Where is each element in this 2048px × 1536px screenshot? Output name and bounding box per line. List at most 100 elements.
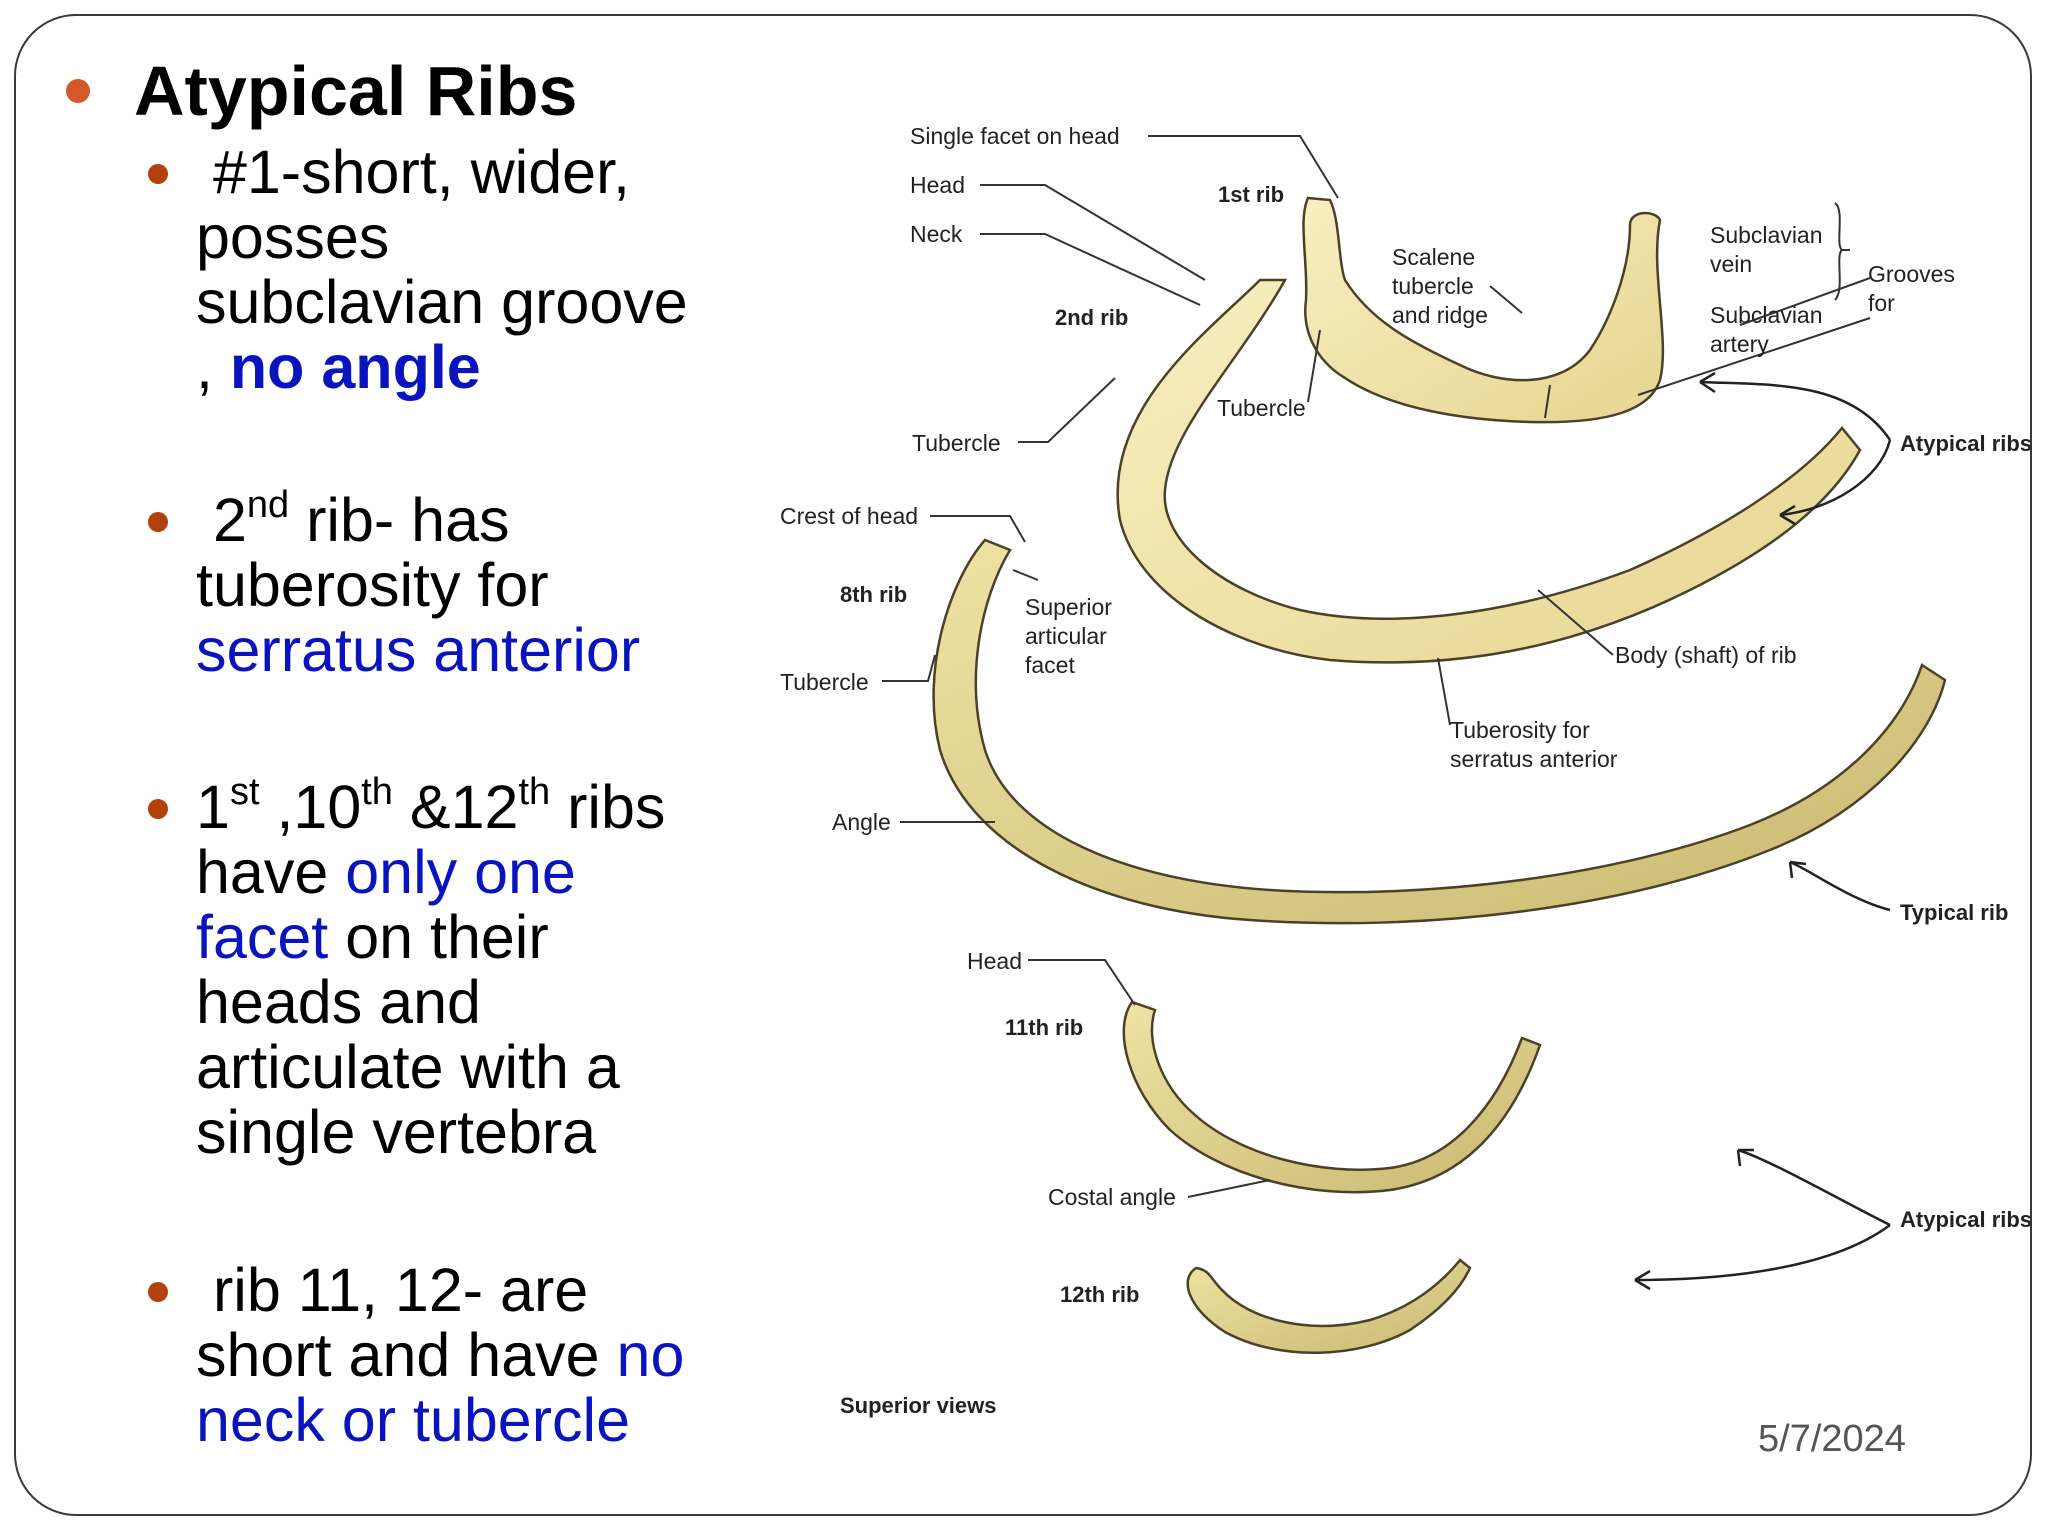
label-subclavian-artery: Subclavian (1710, 302, 1823, 328)
highlight-neck-or-tubercle: neck or tubercle (196, 1386, 630, 1454)
arrow-line (1634, 1223, 1891, 1282)
label-atypical-ribs-top: Atypical ribs (1900, 431, 2032, 456)
leader-line (1307, 329, 1321, 403)
text-run: articulate with a (196, 1033, 620, 1101)
label-head: Head (910, 172, 965, 198)
label-tubercle-2nd: Tubercle (912, 430, 1001, 456)
label-subclavian-vein: Subclavian (1710, 222, 1823, 248)
title-bullet-icon (66, 79, 90, 103)
rib-1-shape (1302, 196, 1665, 424)
label-scalene: and ridge (1392, 302, 1488, 328)
label-8th-rib: 8th rib (840, 582, 907, 607)
label-superior-facet: Superior (1025, 594, 1112, 620)
bullet-text: #1-short, wider, posses subclavian groov… (196, 140, 768, 400)
bullet-text: 1st ,10th &12th ribs have only one facet… (196, 773, 768, 1166)
label-angle: Angle (832, 809, 891, 835)
leader-line (980, 184, 1206, 281)
arrow-line (1699, 380, 1892, 441)
leader-line (1148, 135, 1339, 199)
leader-line (1012, 569, 1039, 581)
text-run: , (196, 333, 230, 401)
label-superior-facet: facet (1025, 652, 1075, 678)
text-run: on their (328, 903, 549, 971)
bullet-text: 2nd rib- has tuberosity for serratus ant… (196, 486, 768, 684)
label-single-facet: Single facet on head (910, 123, 1120, 149)
highlight-facet: facet (196, 903, 329, 971)
leader-line (1739, 277, 1871, 326)
label-head-11th: Head (967, 948, 1022, 974)
label-tuberosity: Tuberosity for (1450, 717, 1590, 743)
superscript: th (518, 771, 551, 813)
rib-12-shape (1186, 1258, 1472, 1355)
leader-line (1489, 285, 1523, 314)
arrow-line (1789, 860, 1891, 912)
leader-lines (882, 135, 1871, 1198)
bullet-dot-icon (148, 799, 168, 819)
label-tubercle-1st: Tubercle (1217, 395, 1306, 421)
label-superior-views: Superior views (840, 1393, 997, 1418)
arrow-line (1736, 1148, 1754, 1167)
label-typical-rib: Typical rib (1900, 900, 2008, 925)
label-body-shaft: Body (shaft) of rib (1615, 642, 1797, 668)
label-grooves: for (1868, 290, 1895, 316)
arrow-line (1634, 1269, 1651, 1291)
label-tubercle-8th: Tubercle (780, 669, 869, 695)
bullet-dot-icon (148, 512, 168, 532)
text-run: single vertebra (196, 1098, 597, 1166)
text-run: have (196, 838, 346, 906)
superscript: nd (246, 484, 290, 526)
text-run: 1 (196, 773, 230, 841)
text-run: short and have (196, 1321, 617, 1389)
label-costal-angle: Costal angle (1048, 1184, 1176, 1210)
bullet-rib-1: #1-short, wider, posses subclavian groov… (148, 140, 768, 400)
text-run: tuberosity for (196, 551, 549, 619)
text-run: &12 (392, 773, 519, 841)
label-11th-rib: 11th rib (1005, 1015, 1083, 1040)
rib-2-shape (1116, 278, 1862, 664)
slide-date: 5/7/2024 (1758, 1418, 1906, 1460)
superscript: th (361, 771, 393, 813)
label-tuberosity: serratus anterior (1450, 746, 1618, 772)
highlight-no: no (616, 1321, 685, 1389)
arrow-line (1737, 1148, 1891, 1227)
label-scalene: tubercle (1392, 273, 1474, 299)
text-run: rib- has (289, 486, 510, 554)
arrow-line (1779, 504, 1796, 526)
label-neck: Neck (910, 221, 963, 247)
text-run: subclavian groove (196, 268, 688, 336)
leader-line (1028, 959, 1136, 1006)
highlight-no-angle: no angle (229, 333, 481, 401)
leader-line (1834, 202, 1850, 301)
bullet-rib-2: 2nd rib- has tuberosity for serratus ant… (148, 486, 768, 684)
leader-line (882, 654, 936, 682)
bullet-dot-icon (148, 1282, 168, 1302)
leader-line (1018, 377, 1116, 443)
arrow-line (1788, 860, 1807, 879)
leader-line (1544, 384, 1551, 419)
leader-line (1637, 317, 1871, 396)
arrow-line (1699, 371, 1716, 394)
text-run: 2 (212, 486, 247, 554)
bullet-rib-11-12: rib 11, 12- are short and have no neck o… (148, 1258, 768, 1453)
label-2nd-rib: 2nd rib (1055, 305, 1128, 330)
label-superior-facet: articular (1025, 623, 1107, 649)
leader-line (980, 233, 1201, 306)
figure-labels: Single facet on head Head Neck 1st rib 2… (780, 123, 2032, 1418)
rib-11-shape (1122, 1000, 1542, 1194)
label-1st-rib: 1st rib (1218, 182, 1284, 207)
arrow-line (1779, 439, 1892, 517)
leader-line (1187, 1179, 1271, 1198)
title-row: Atypical Ribs (66, 48, 577, 134)
leader-line (930, 515, 1026, 543)
label-12th-rib: 12th rib (1060, 1282, 1139, 1307)
leader-line (1437, 657, 1451, 726)
rib-diagram: Single facet on head Head Neck 1st rib 2… (780, 123, 2032, 1418)
text-run: ,10 (259, 773, 362, 841)
label-crest-of-head: Crest of head (780, 503, 918, 529)
bullet-single-facet: 1st ,10th &12th ribs have only one facet… (148, 773, 768, 1166)
arrows (1634, 371, 1892, 1291)
rib-8-shape (932, 538, 1947, 925)
highlight-only-one: only one (345, 838, 576, 906)
highlight-serratus-anterior: serratus anterior (196, 616, 641, 684)
leader-line (1537, 589, 1614, 656)
